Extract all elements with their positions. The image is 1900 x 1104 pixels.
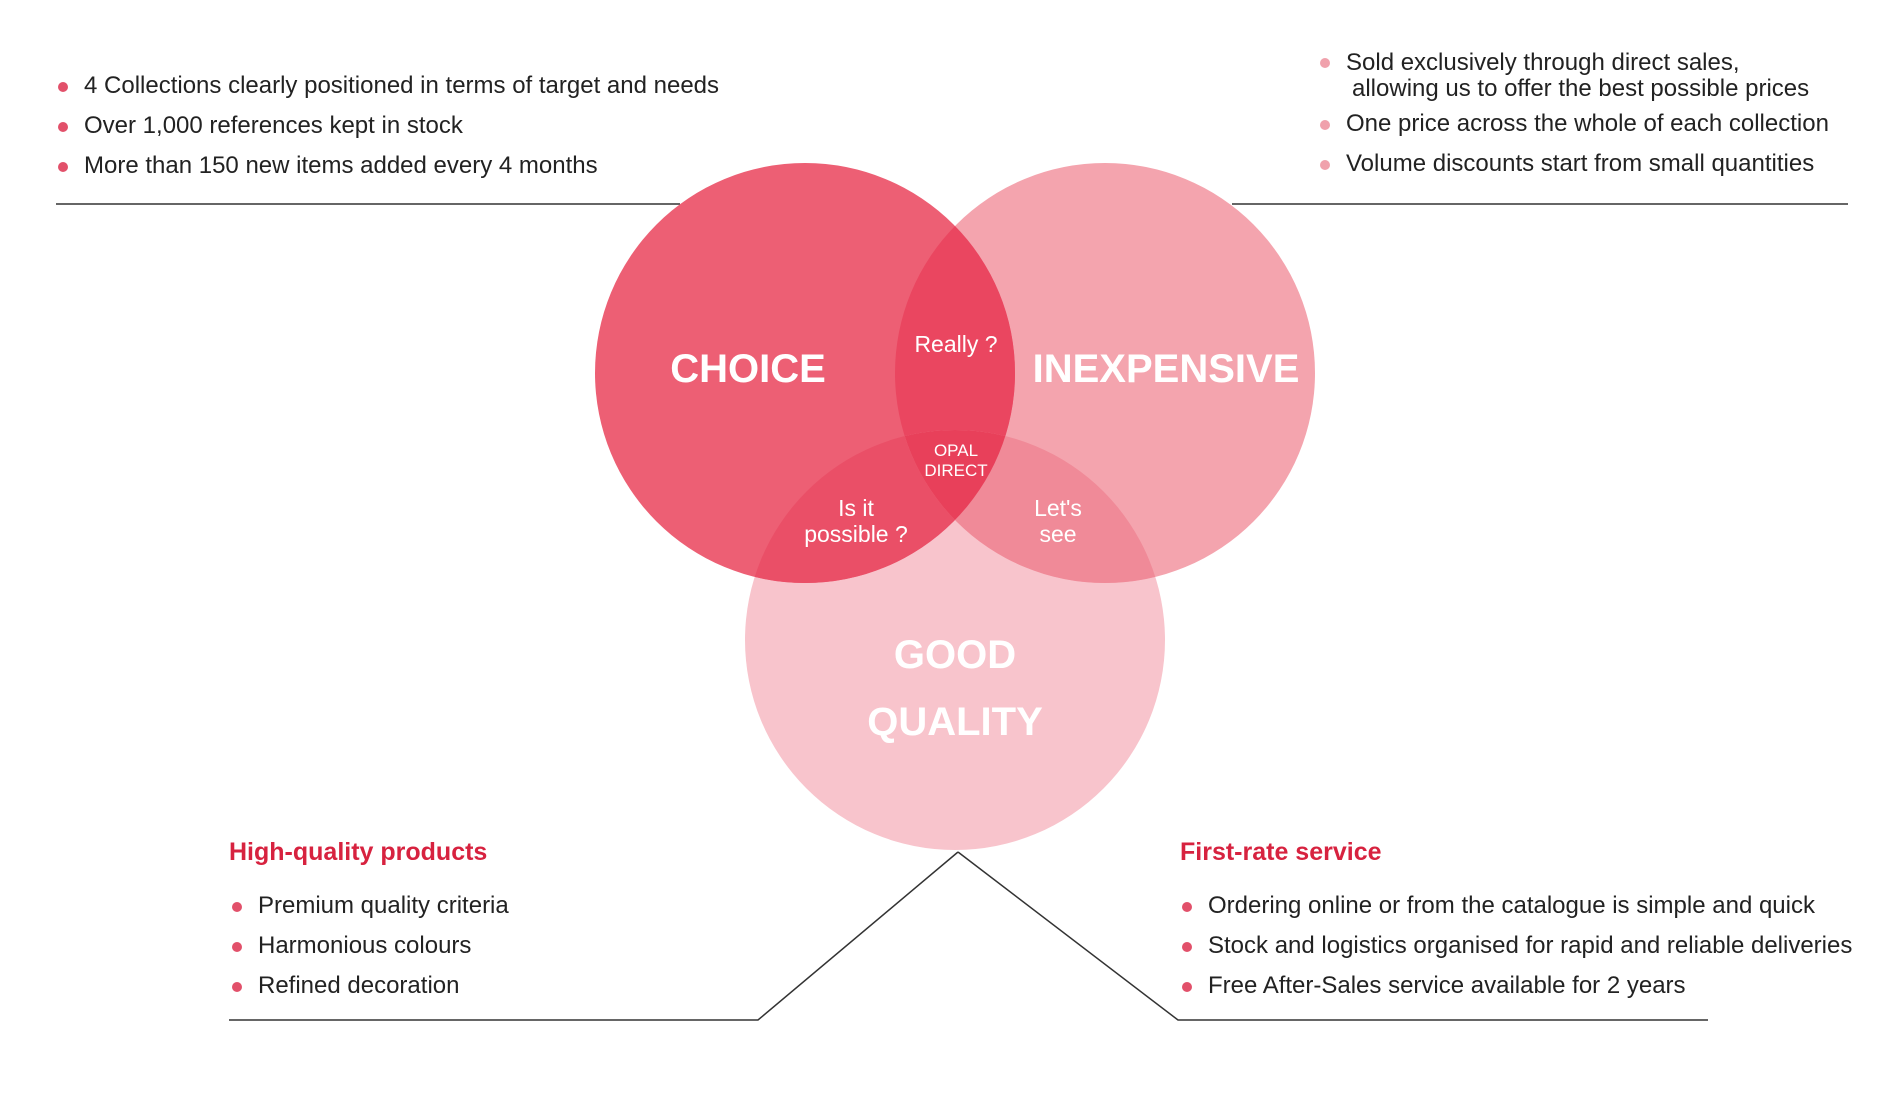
bottom-left-rule xyxy=(229,851,959,1021)
label-see: see xyxy=(1039,521,1076,547)
list-item: More than 150 new items added every 4 mo… xyxy=(56,146,719,186)
list-item: Ordering online or from the catalogue is… xyxy=(1180,886,1852,926)
inexpensive-bullet-list: Sold exclusively through direct sales, a… xyxy=(1318,50,1829,184)
label-lets: Let's xyxy=(1034,495,1082,521)
list-item: Premium quality criteria xyxy=(230,886,509,926)
bullet-dot-icon xyxy=(1320,120,1330,130)
label-choice: CHOICE xyxy=(670,347,826,391)
bottom-right-rule xyxy=(957,851,1708,1021)
high-quality-products-heading: High-quality products xyxy=(229,838,488,866)
bullet-dot-icon xyxy=(58,82,68,92)
bullet-dot-icon xyxy=(232,982,242,992)
first-rate-service-heading: First-rate service xyxy=(1180,838,1382,866)
label-direct: DIRECT xyxy=(924,461,987,480)
overlap-inexpensive-quality xyxy=(895,430,1165,583)
service-bullet-list: Ordering online or from the catalogue is… xyxy=(1180,886,1852,1006)
list-item: 4 Collections clearly positioned in term… xyxy=(56,66,719,106)
bullet-dot-icon xyxy=(58,162,68,172)
list-item: Stock and logistics organised for rapid … xyxy=(1180,926,1852,966)
bullet-dot-icon xyxy=(232,902,242,912)
bullet-dot-icon xyxy=(1320,58,1330,68)
bullet-dot-icon xyxy=(1182,902,1192,912)
list-item: Free After-Sales service available for 2… xyxy=(1180,966,1852,1006)
label-inexpensive: INEXPENSIVE xyxy=(1033,347,1300,391)
label-is-it: Is it xyxy=(838,495,874,521)
overlap-choice-quality xyxy=(745,430,1015,583)
list-item: Sold exclusively through direct sales, a… xyxy=(1318,50,1829,104)
list-item: Over 1,000 references kept in stock xyxy=(56,106,719,146)
list-item: Harmonious colours xyxy=(230,926,509,966)
bullet-dot-icon xyxy=(58,122,68,132)
choice-bullet-list: 4 Collections clearly positioned in term… xyxy=(56,66,719,186)
label-possible: possible ? xyxy=(804,521,908,547)
bullet-dot-icon xyxy=(232,942,242,952)
label-good: GOOD xyxy=(894,633,1016,677)
label-quality: QUALITY xyxy=(867,700,1043,744)
bullet-dot-icon xyxy=(1182,982,1192,992)
label-opal: OPAL xyxy=(934,441,978,460)
list-item: Volume discounts start from small quanti… xyxy=(1318,144,1829,184)
list-item: Refined decoration xyxy=(230,966,509,1006)
list-item: One price across the whole of each colle… xyxy=(1318,104,1829,144)
label-really: Really ? xyxy=(914,331,997,357)
bullet-dot-icon xyxy=(1320,160,1330,170)
bullet-dot-icon xyxy=(1182,942,1192,952)
quality-bullet-list: Premium quality criteria Harmonious colo… xyxy=(230,886,509,1006)
